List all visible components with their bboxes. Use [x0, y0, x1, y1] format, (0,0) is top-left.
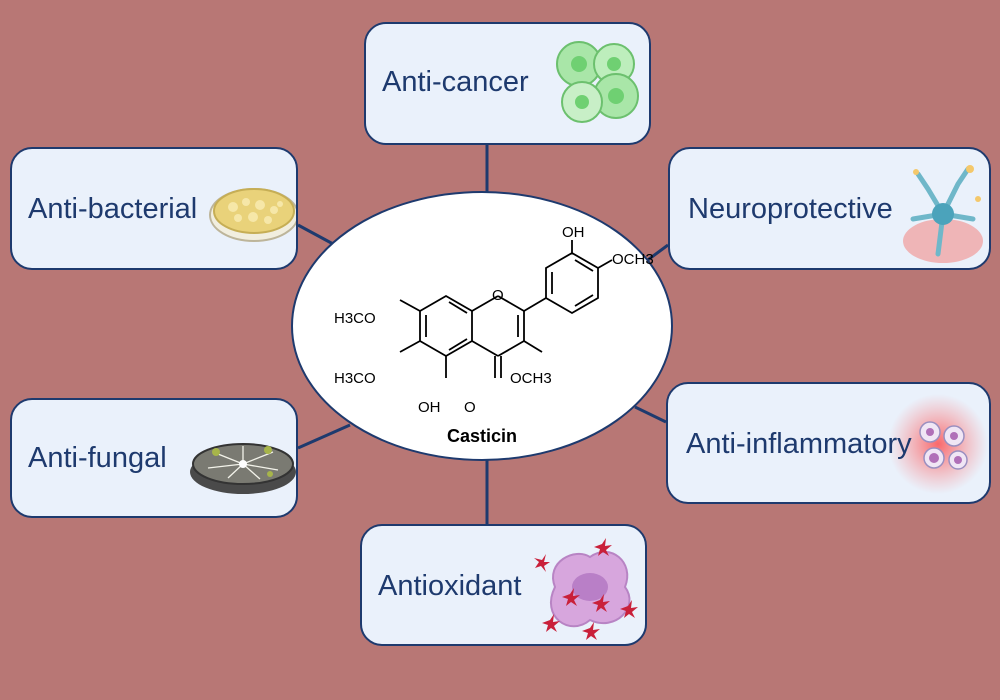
- activity-label-anti-cancer: Anti-cancer: [382, 66, 529, 98]
- activity-box-anti-fungal: Anti-fungal: [10, 398, 298, 518]
- connector-anti-inflammatory: [634, 405, 667, 424]
- oxidative-stress-cell-icon: [534, 538, 638, 640]
- substituent-top-oh: OH: [562, 224, 585, 241]
- cancer-cells-icon: [556, 41, 639, 123]
- connector-anti-bacterial: [297, 223, 336, 247]
- casticin-structure-panel: OH OCH3 O H3CO H3CO OCH3 OH O Casticin: [290, 190, 674, 462]
- casticin-structure: OH OCH3 O H3CO H3CO OCH3 OH O: [291, 191, 673, 461]
- connector-anti-fungal: [297, 423, 351, 450]
- substituent-ring-oxygen: O: [492, 287, 504, 304]
- activity-box-antioxidant: Antioxidant: [360, 524, 647, 646]
- activity-label-anti-bacterial: Anti-bacterial: [28, 193, 198, 225]
- substituent-bottom-oh: OH: [418, 399, 441, 416]
- connector-neuroprotective: [644, 243, 669, 264]
- activity-box-neuroprotective: Neuroprotective: [668, 147, 991, 270]
- compound-name: Casticin: [446, 426, 518, 446]
- fungi-petri-dish-icon: [190, 443, 296, 494]
- substituent-left-methoxy-bottom: H3CO: [334, 370, 376, 387]
- activity-label-neuroprotective: Neuroprotective: [688, 193, 893, 225]
- activity-label-antioxidant: Antioxidant: [378, 570, 522, 602]
- activity-label-anti-inflammatory: Anti-inflammatory: [686, 428, 912, 460]
- activity-box-anti-inflammatory: Anti-inflammatory: [666, 382, 991, 504]
- substituent-top-methoxy: OCH3: [612, 251, 654, 268]
- inflammatory-cells-icon: [888, 394, 988, 494]
- activity-label-anti-fungal: Anti-fungal: [28, 442, 167, 474]
- activity-box-anti-bacterial: Anti-bacterial: [10, 147, 298, 270]
- bacteria-petri-dish-icon: [209, 188, 296, 242]
- activity-box-anti-cancer: Anti-cancer: [364, 22, 651, 145]
- substituent-left-methoxy-top: H3CO: [334, 310, 376, 327]
- substituent-carbonyl-oxygen: O: [464, 399, 476, 416]
- substituent-right-methoxy: OCH3: [510, 370, 552, 387]
- neuron-icon: [903, 165, 983, 263]
